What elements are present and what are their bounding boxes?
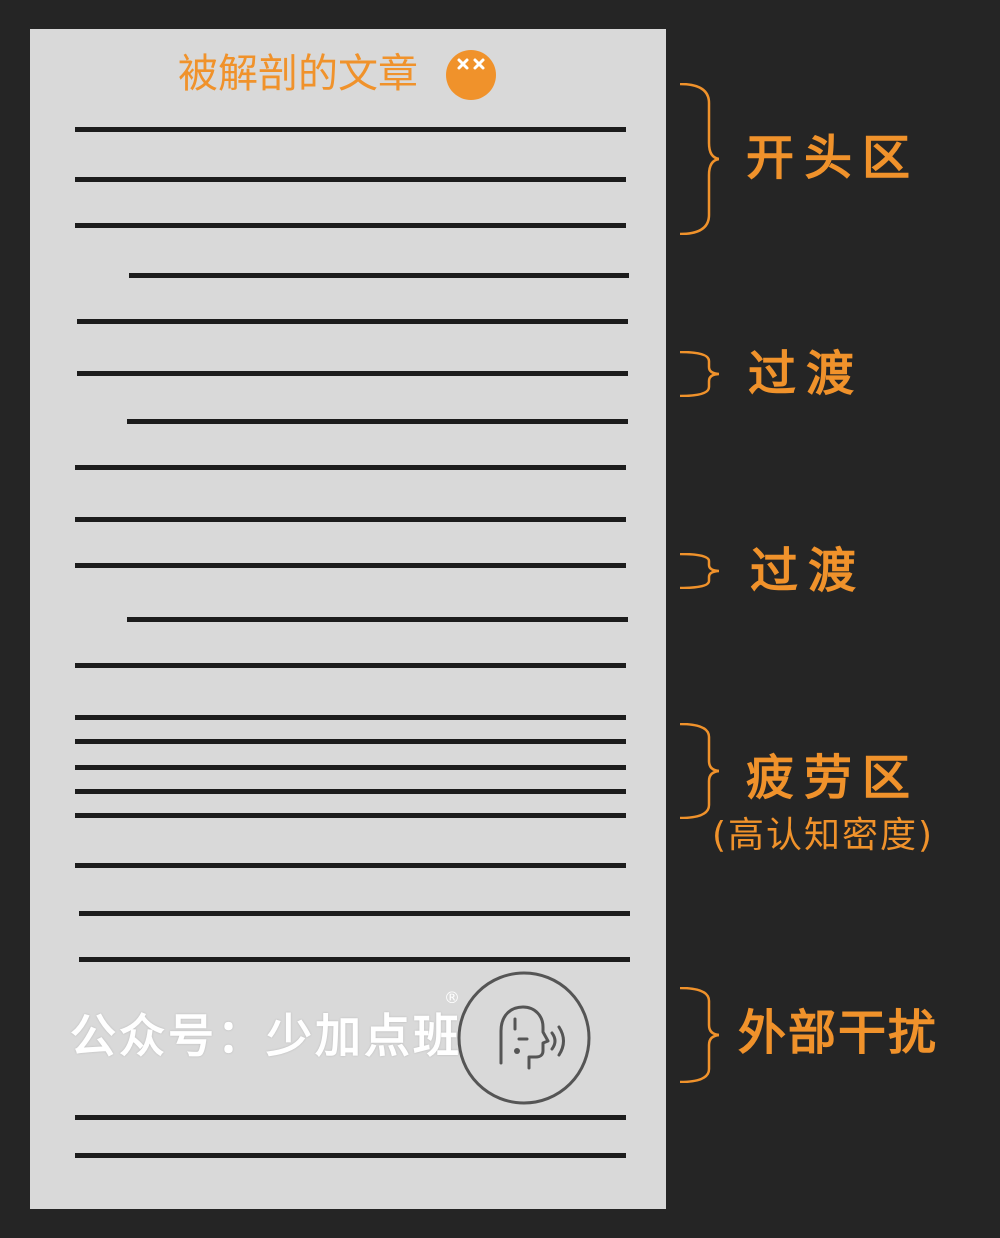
registered-mark: ® — [444, 988, 460, 1007]
text-line — [75, 863, 626, 868]
speaking-head-icon — [457, 971, 591, 1105]
brace-fatigue-zone — [679, 723, 719, 819]
text-line — [75, 813, 626, 818]
text-line — [79, 957, 630, 962]
text-line — [75, 715, 626, 720]
text-line — [77, 319, 628, 324]
text-line — [75, 563, 626, 568]
watermark-text: 公众号：少加点班 — [70, 1009, 462, 1063]
text-line — [75, 765, 626, 770]
label-transition-1: 过渡 — [748, 346, 865, 402]
brace-external-interference — [679, 987, 719, 1083]
text-line — [79, 911, 630, 916]
brace-transition-1 — [679, 351, 719, 397]
label-fatigue-zone-note: (高认知密度) — [712, 815, 935, 856]
brace-transition-2 — [679, 553, 719, 589]
label-opening-zone: 开头区 — [746, 130, 921, 186]
text-line — [75, 517, 626, 522]
label-external-interference: 外部干扰 — [738, 1005, 939, 1061]
text-line — [75, 177, 626, 182]
label-transition-2: 过渡 — [750, 543, 867, 599]
text-line — [77, 371, 628, 376]
text-line — [127, 419, 628, 424]
text-line — [75, 1115, 626, 1120]
label-fatigue-zone: 疲劳区 — [746, 750, 921, 806]
text-line — [75, 127, 626, 132]
text-line — [75, 465, 626, 470]
dizzy-face-emoji-icon — [446, 50, 496, 100]
text-line — [75, 1153, 626, 1158]
text-line — [75, 663, 626, 668]
text-line — [127, 617, 628, 622]
text-line — [129, 273, 629, 278]
brace-opening — [679, 83, 719, 235]
text-line — [75, 223, 626, 228]
article-title: 被解剖的文章 — [178, 51, 418, 97]
text-line — [75, 739, 626, 744]
text-line — [75, 789, 626, 794]
